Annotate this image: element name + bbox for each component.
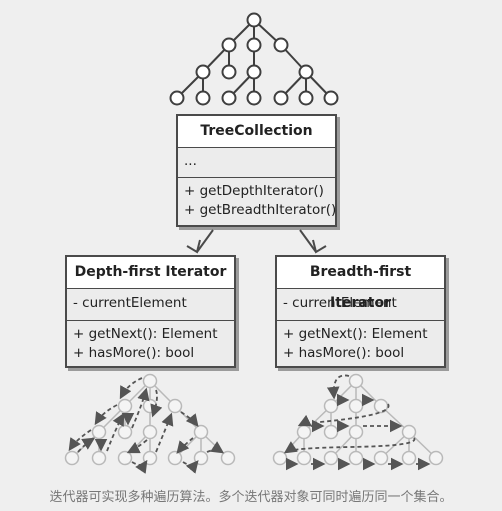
- tree-node: [348, 398, 364, 414]
- traversal-arrow: [68, 429, 92, 452]
- traversal-arrow: [131, 459, 148, 474]
- traversal-arrow: [176, 437, 194, 454]
- figure-caption: 迭代器可实现多种遍历算法。多个迭代器对象可同时遍历同一个集合。: [49, 490, 453, 505]
- tree-node: [246, 37, 262, 53]
- traversal-arrow: [126, 439, 148, 454]
- method-text: + getNext(): Element: [73, 326, 218, 342]
- tree-node: [323, 424, 339, 440]
- class-fields-section: ...: [178, 147, 335, 177]
- tree-illustration: [169, 12, 339, 106]
- tree-node: [348, 450, 364, 466]
- tree-collection-class: TreeCollection ... + getDepthIterator() …: [176, 114, 337, 227]
- class-fields-section: - currentElement: [277, 288, 444, 320]
- breadth-first-traversal: [272, 373, 444, 471]
- class-name: Depth-first Iterator: [74, 264, 227, 280]
- tree-node: [323, 450, 339, 466]
- method-text: + hasMore(): bool: [283, 345, 405, 361]
- breadth-first-iterator-class: Breadth-first Iterator - currentElement …: [275, 255, 446, 368]
- tree-node: [401, 450, 417, 466]
- tree-node: [117, 398, 133, 414]
- tree-node: [91, 424, 107, 440]
- tree-node: [195, 90, 211, 106]
- tree-node: [323, 90, 339, 106]
- tree-node: [273, 90, 289, 106]
- tree-node: [296, 424, 312, 440]
- tree-node: [193, 424, 209, 440]
- tree-node: [117, 450, 133, 466]
- class-fields-section: - currentElement: [67, 288, 234, 320]
- tree-node: [167, 398, 183, 414]
- depth-first-iterator-class: Depth-first Iterator - currentElement + …: [65, 255, 236, 368]
- tree-node: [273, 37, 289, 53]
- tree-node: [167, 450, 183, 466]
- class-name: Breadth-first Iterator: [309, 264, 412, 311]
- tree-node: [220, 450, 236, 466]
- traversal-arrow: [155, 412, 174, 453]
- traversal-arrow: [150, 389, 163, 418]
- class-name: TreeCollection: [200, 123, 313, 139]
- tree-node: [348, 424, 364, 440]
- tree-node: [296, 450, 312, 466]
- tree-node: [221, 64, 237, 80]
- tree-node: [142, 373, 158, 389]
- traversal-arrow: [283, 437, 416, 454]
- tree-node: [91, 450, 107, 466]
- tree-node: [272, 450, 288, 466]
- method-text: + getDepthIterator(): [184, 183, 324, 199]
- arrow-to-depth-iterator: [196, 229, 214, 253]
- tree-node: [298, 90, 314, 106]
- traversal-arrow: [131, 387, 150, 429]
- field-text: - currentElement: [73, 295, 187, 311]
- tree-node: [373, 450, 389, 466]
- tree-node: [323, 398, 339, 414]
- method-text: + getNext(): Element: [283, 326, 428, 342]
- tree-node: [348, 373, 364, 389]
- class-methods-section: + getDepthIterator() + getBreadthIterato…: [178, 177, 337, 225]
- traversal-arrow: [119, 377, 143, 400]
- traversal-arrow: [180, 411, 199, 427]
- tree-node: [428, 450, 444, 466]
- traversal-arrow: [182, 460, 199, 474]
- creation-arrows: [186, 229, 327, 254]
- tree-edges: [176, 19, 332, 99]
- tree-node: [401, 424, 417, 440]
- tree-node: [64, 450, 80, 466]
- tree-node: [246, 12, 262, 28]
- traversal-arrow: [206, 441, 225, 454]
- field-text: ...: [184, 153, 197, 169]
- arrow-to-breadth-iterator: [299, 229, 317, 253]
- traversal-arrow: [94, 404, 118, 426]
- depth-first-traversal: [64, 373, 236, 474]
- tree-node: [298, 64, 314, 80]
- tree-node: [142, 424, 158, 440]
- class-methods-section: + getNext(): Element + hasMore(): bool: [67, 320, 234, 366]
- tree-node: [117, 424, 133, 440]
- method-text: + hasMore(): bool: [73, 345, 195, 361]
- traversal-arrow: [77, 437, 96, 453]
- tree-nodes: [169, 12, 339, 106]
- tree-node: [246, 64, 262, 80]
- tree-node: [221, 90, 237, 106]
- tree-node: [169, 90, 185, 106]
- class-methods-section: + getNext(): Element + hasMore(): bool: [277, 320, 444, 366]
- tree-node: [195, 64, 211, 80]
- traversal-arrow: [326, 374, 350, 400]
- tree-node: [221, 37, 237, 53]
- tree-node: [246, 90, 262, 106]
- method-text: + getBreadthIterator(): [184, 202, 337, 218]
- field-text: - currentElement: [283, 295, 397, 311]
